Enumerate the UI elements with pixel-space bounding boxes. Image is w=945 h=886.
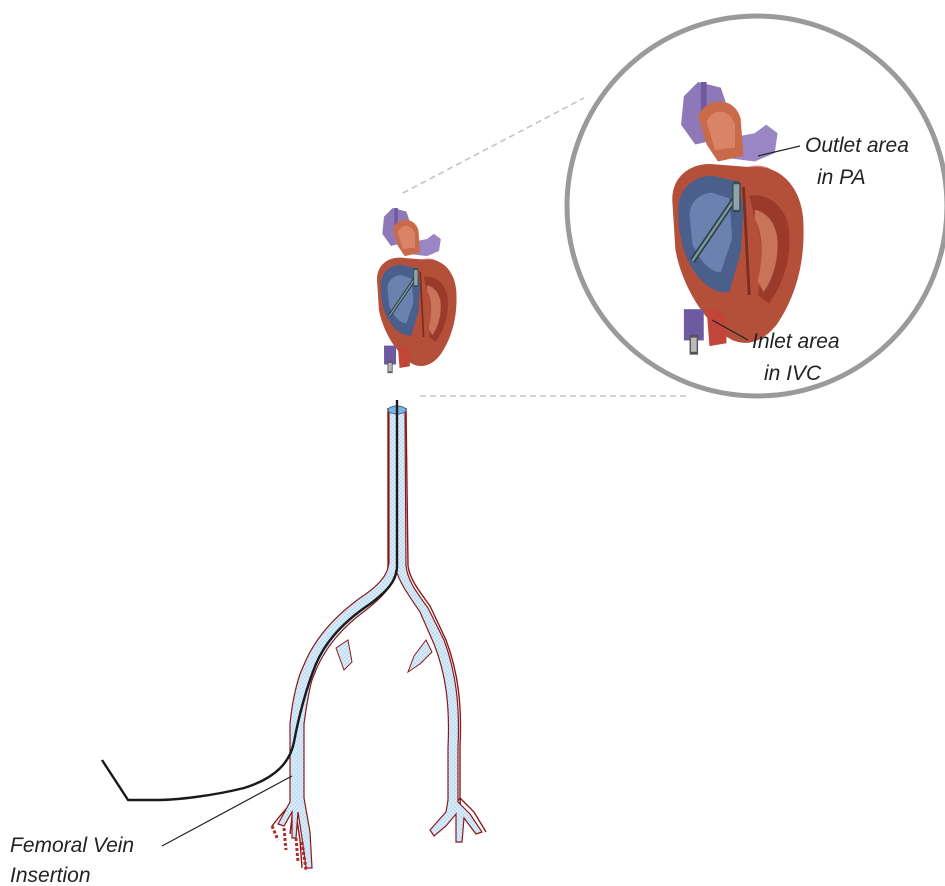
femoral-label-line1: Femoral Vein: [10, 834, 134, 857]
heart-illustration-small: [377, 208, 457, 373]
vessel-branch-right: [408, 640, 432, 672]
femoral-vein-label: Femoral Vein Insertion: [10, 834, 140, 886]
inlet-label-line1: Inlet area: [752, 330, 840, 353]
outlet-label-line2: in PA: [817, 166, 866, 189]
vessel-branch-left: [336, 640, 352, 670]
outlet-label-line1: Outlet area: [805, 134, 909, 157]
vessel-tree: [272, 406, 486, 870]
femoral-label-line2: Insertion: [10, 864, 91, 886]
catheter: [102, 400, 397, 800]
femoral-callout-line: [162, 776, 292, 846]
vessel-lumen: [278, 410, 482, 868]
inlet-label-line2: in IVC: [764, 362, 822, 385]
zoom-connector-upper: [403, 98, 584, 193]
